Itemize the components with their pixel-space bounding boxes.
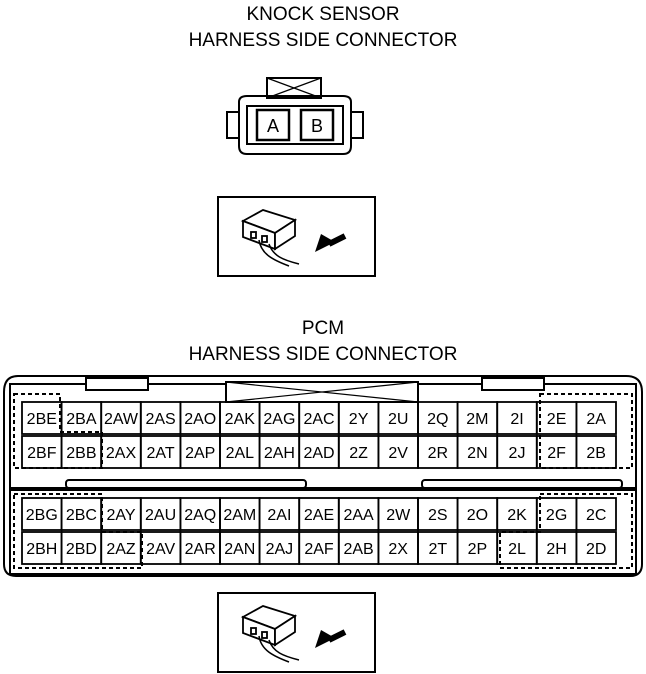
pcm-pin-cell <box>575 531 617 565</box>
pcm-pin-label: 2AN <box>224 541 255 558</box>
pcm-pin-label: 2AZ <box>106 541 136 558</box>
pcm-pin-label: 2P <box>468 541 488 558</box>
pcm-pin-label: 2BC <box>66 507 97 524</box>
pcm-pin-label: 2AI <box>267 507 291 524</box>
knock-pin-b: B <box>311 116 323 136</box>
pcm-pin-cell <box>575 497 617 531</box>
pcm-pin-label: 2AL <box>226 445 255 462</box>
harness-view-icon <box>217 592 376 673</box>
pcm-pin-label: 2AD <box>303 445 334 462</box>
pcm-pin-label: 2Z <box>349 445 368 462</box>
pcm-pin-label: 2O <box>467 507 488 524</box>
pcm-pin-label: 2BB <box>66 445 96 462</box>
pcm-pin-cell <box>575 435 617 469</box>
pcm-pin-label: 2F <box>547 445 566 462</box>
pcm-pin-label: 2AV <box>146 541 175 558</box>
harness-view-icon <box>217 196 376 277</box>
pcm-pin-label: 2U <box>388 411 408 428</box>
knock-sensor-title-line1: KNOCK SENSOR <box>246 4 400 25</box>
pcm-title-line2: HARNESS SIDE CONNECTOR <box>188 344 458 365</box>
pcm-pin-label: 2BD <box>66 541 97 558</box>
pcm-pin-label: 2BF <box>27 445 57 462</box>
pcm-pin-label: 2B <box>586 445 606 462</box>
pcm-pin-label: 2BH <box>26 541 57 558</box>
pcm-pin-label: 2N <box>467 445 487 462</box>
pcm-pin-label: 2AQ <box>184 507 216 524</box>
knock-sensor-connector: A B <box>226 77 364 155</box>
pcm-pin-label: 2AP <box>185 445 215 462</box>
pcm-pin-label: 2E <box>547 411 567 428</box>
pcm-pin-label: 2AJ <box>266 541 294 558</box>
pcm-pin-label: 2I <box>510 411 523 428</box>
pcm-pin-label: 2AY <box>106 507 135 524</box>
pcm-title-line1: PCM <box>301 318 345 339</box>
pcm-connector: 2BE 2BA 2AW 2AS 2AO 2AK 2AG 2AC 2Y 2U 2Q 2M 2I 2E 2A 2B… <box>3 375 643 577</box>
pcm-pin-label: 2H <box>546 541 566 558</box>
pcm-pin-label: 2AK <box>225 411 256 428</box>
pcm-pin-label: 2W <box>386 507 411 524</box>
pcm-pin-label: 2BA <box>66 411 97 428</box>
pcm-pin-label: 2AR <box>185 541 216 558</box>
pcm-pin-label: 2K <box>507 507 527 524</box>
pcm-pin-label: 2AG <box>263 411 295 428</box>
pcm-pin-label: 2AH <box>264 445 295 462</box>
pcm-pin-label: 2G <box>546 507 567 524</box>
pcm-pin-label: 2AU <box>145 507 176 524</box>
pcm-pin-label: 2Q <box>427 411 448 428</box>
pcm-pin-label: 2AW <box>104 411 139 428</box>
pcm-pin-label: 2AC <box>303 411 334 428</box>
pcm-pin-label: 2X <box>388 541 408 558</box>
pcm-pin-label: 2AX <box>106 445 137 462</box>
pcm-pin-label: 2BE <box>27 411 57 428</box>
pcm-pin-label: 2AT <box>147 445 175 462</box>
knock-sensor-title-line2: HARNESS SIDE CONNECTOR <box>188 30 458 51</box>
knock-pin-a: A <box>267 116 279 136</box>
pcm-pin-label: 2AM <box>223 507 256 524</box>
pcm-pin-label: 2AA <box>343 507 374 524</box>
pcm-pin-label: 2D <box>586 541 606 558</box>
pcm-pin-label: 2AF <box>304 541 334 558</box>
pcm-pin-label: 2AO <box>184 411 216 428</box>
pcm-pin-label: 2T <box>428 541 447 558</box>
pcm-pin-label: 2Y <box>349 411 369 428</box>
pcm-pin-cell <box>575 401 617 435</box>
pcm-pin-label: 2M <box>466 411 488 428</box>
pcm-pin-label: 2L <box>508 541 526 558</box>
pcm-pin-label: 2J <box>509 445 526 462</box>
pcm-pin-label: 2C <box>586 507 606 524</box>
pcm-pin-label: 2BG <box>26 507 58 524</box>
pcm-pin-label: 2R <box>428 445 448 462</box>
pcm-pin-label: 2S <box>428 507 448 524</box>
pcm-pin-label: 2V <box>388 445 408 462</box>
pcm-pin-label: 2A <box>586 411 606 428</box>
pcm-pin-label: 2AE <box>304 507 334 524</box>
pcm-pin-label: 2AB <box>343 541 373 558</box>
pcm-pin-label: 2AS <box>145 411 175 428</box>
